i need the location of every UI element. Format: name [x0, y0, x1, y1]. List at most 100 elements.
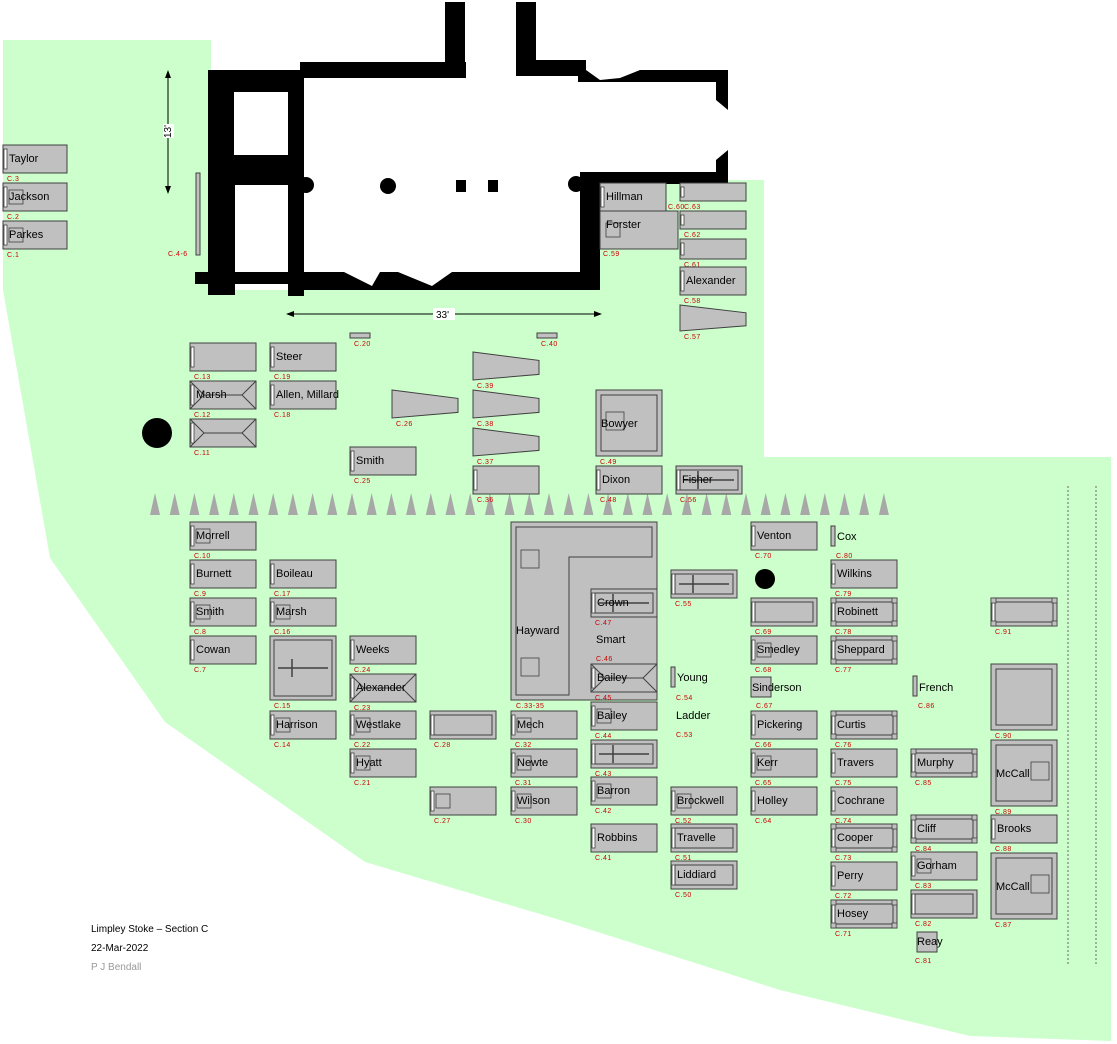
grave-ref: C.14: [274, 742, 291, 749]
grave-unnamed[interactable]: C.20: [349, 332, 371, 348]
grave-kerb: [995, 857, 1053, 915]
grave-unnamed[interactable]: C.4-6: [168, 172, 201, 258]
grave-unnamed[interactable]: C.39: [472, 351, 540, 390]
grave-name: Travelle: [677, 832, 716, 844]
grave-unnamed[interactable]: C.61: [679, 238, 747, 269]
headstone-marker: [350, 639, 355, 661]
grave-unnamed[interactable]: C.11: [189, 418, 257, 457]
grave-unnamed[interactable]: C.38: [472, 389, 540, 428]
cross-icon: [684, 471, 734, 489]
grave-unnamed[interactable]: C.37: [472, 427, 540, 466]
grave-unnamed[interactable]: C.27: [429, 786, 497, 825]
grave-unnamed[interactable]: C.36: [472, 465, 540, 504]
grave-unnamed[interactable]: C.63: [679, 182, 747, 211]
grave-ref: C.88: [995, 846, 1012, 853]
grave-unnamed[interactable]: C.91: [990, 597, 1058, 636]
grave-ref: C.59: [603, 251, 620, 258]
grave-unnamed[interactable]: C.57: [679, 304, 747, 341]
grave-unnamed[interactable]: C.82: [910, 889, 978, 928]
hedge-marker: [189, 493, 200, 515]
grave-unnamed[interactable]: C.90: [990, 663, 1058, 740]
grave-unnamed[interactable]: C.26: [391, 389, 459, 428]
grave-unnamed[interactable]: C.62: [679, 210, 747, 239]
grave-unnamed[interactable]: C.28: [429, 710, 497, 749]
grave-ref: C.86: [918, 703, 935, 710]
grave-unnamed[interactable]: C.55: [670, 569, 738, 608]
grave-name: Hosey: [837, 908, 869, 920]
headstone-marker: [600, 186, 605, 208]
kerb-post: [910, 837, 917, 844]
grave-unnamed[interactable]: C.40: [536, 332, 558, 348]
grave-unnamed[interactable]: C.13: [189, 342, 257, 381]
grave-ref: C.3: [7, 176, 19, 183]
grave-name: Marsh: [276, 606, 307, 618]
grave-unnamed[interactable]: C.43: [590, 739, 658, 778]
grave-unnamed[interactable]: C.15: [269, 635, 337, 710]
grave-unnamed[interactable]: C.69: [750, 597, 818, 636]
grave-ref: C.79: [835, 591, 852, 598]
